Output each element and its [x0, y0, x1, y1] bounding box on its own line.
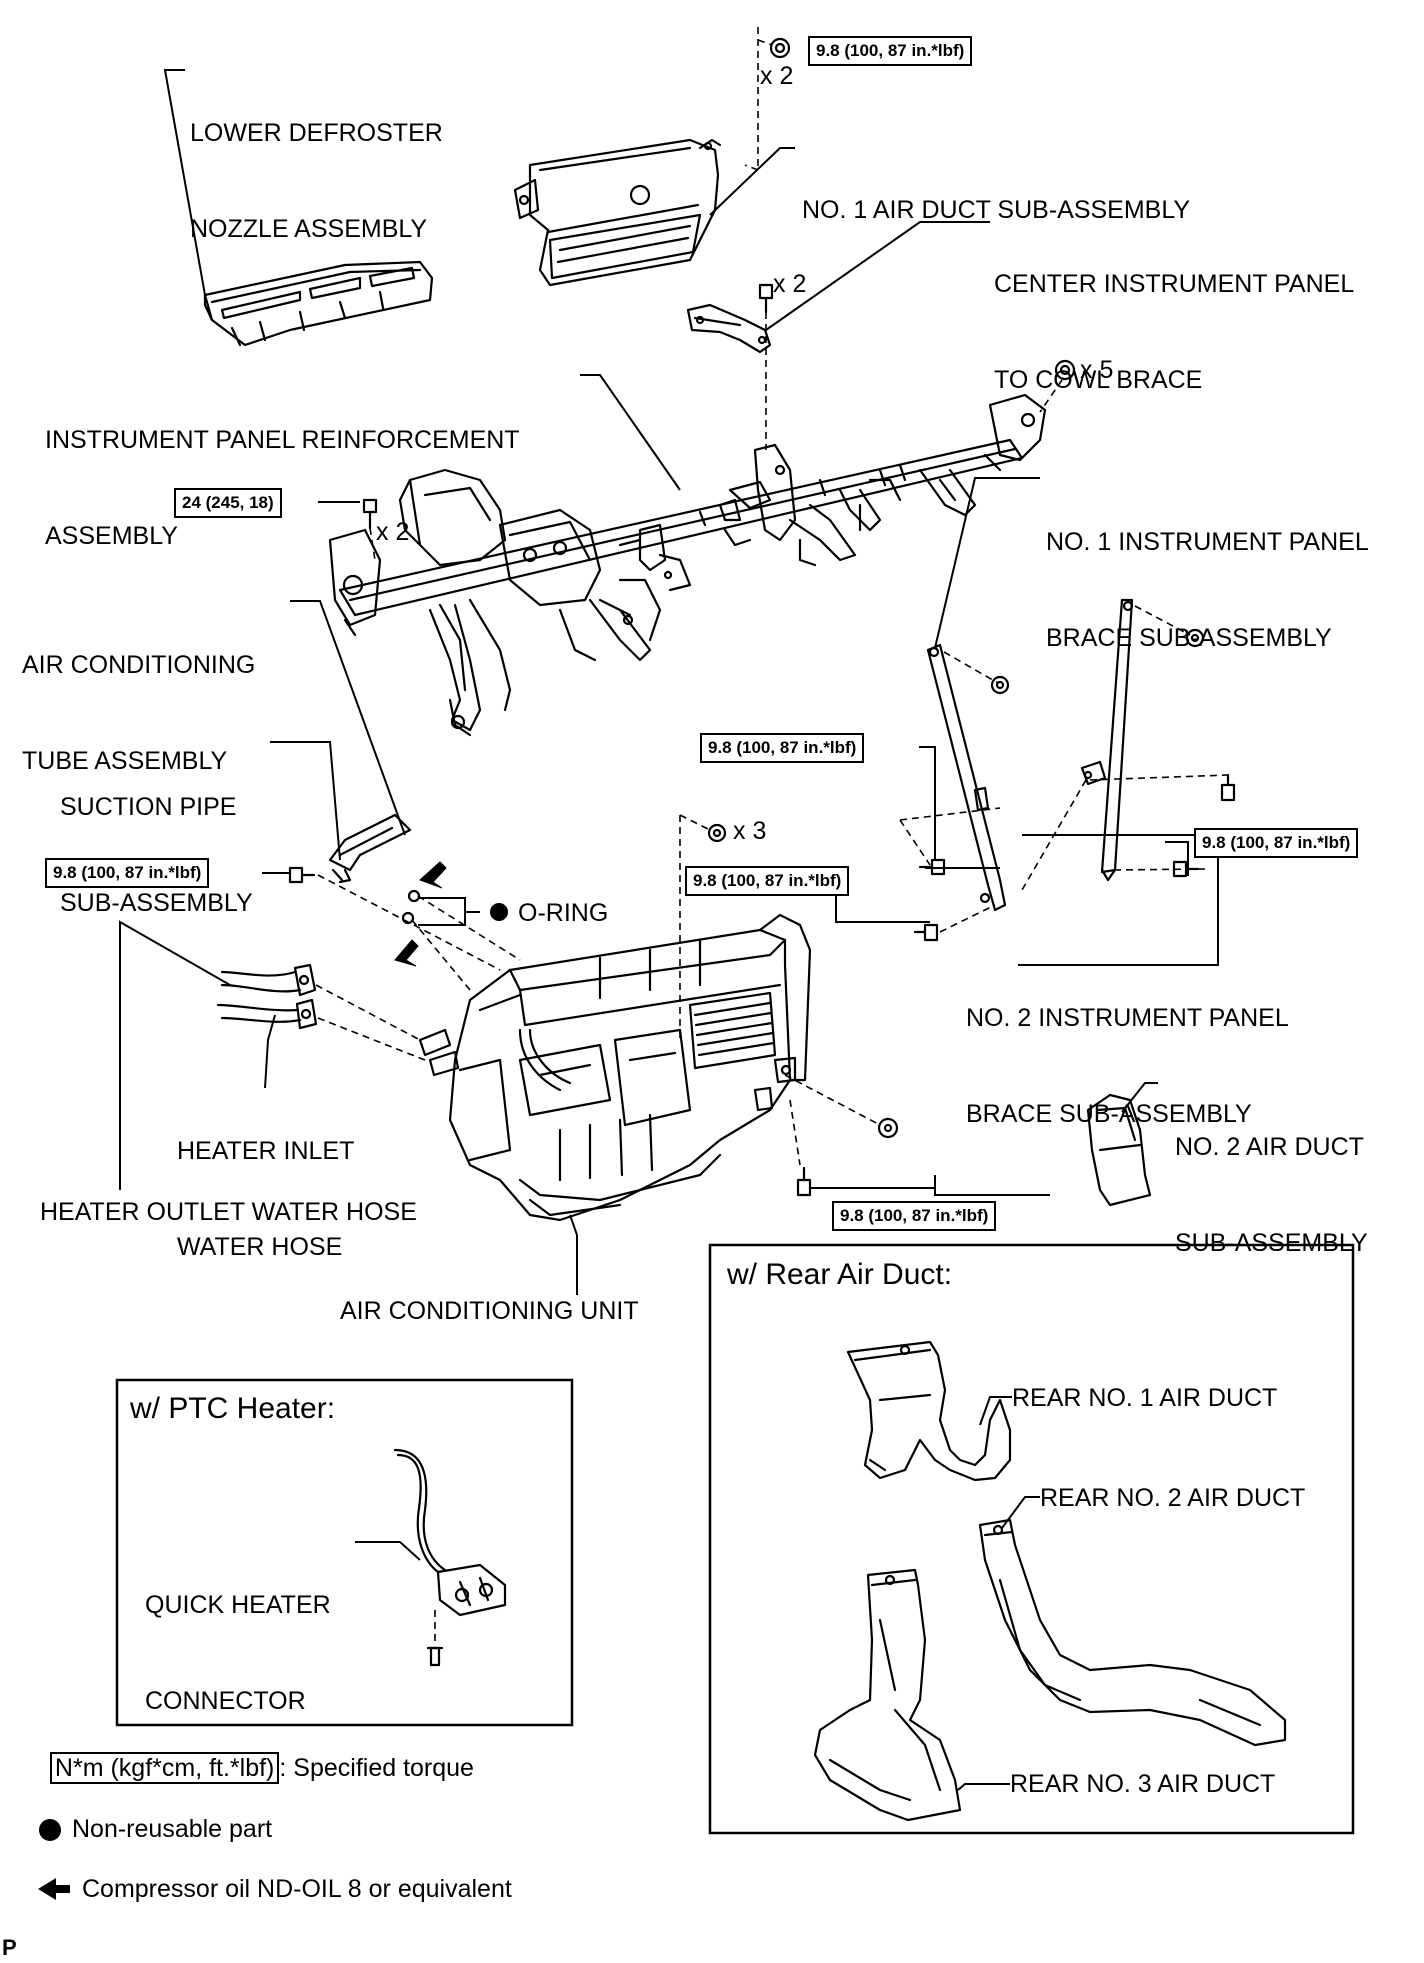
label-line: TUBE ASSEMBLY [22, 747, 228, 775]
rear-no3-duct-drawing [813, 1568, 962, 1822]
no1-air-duct-drawing [513, 138, 722, 287]
rear-no2-duct-drawing [978, 1518, 1287, 1747]
label-rear-no2: REAR NO. 2 AIR DUCT [1040, 1484, 1306, 1512]
label-no2-brace: NO. 2 INSTRUMENT PANEL BRACE SUB-ASSEMBL… [966, 938, 1289, 1162]
label-line: CENTER INSTRUMENT PANEL [994, 270, 1355, 298]
o-ring-upper [407, 889, 421, 903]
label-line: BRACE SUB-ASSEMBLY [966, 1100, 1252, 1128]
fasteners [288, 37, 1236, 1197]
reinforcement-drawing [328, 393, 1047, 737]
o-ring-lower [401, 911, 415, 925]
heater-hoses-drawing [216, 963, 318, 1030]
label-lower-defroster: LOWER DEFROSTER NOZZLE ASSEMBLY [190, 53, 443, 277]
label-line: NO. 2 AIR DUCT [1175, 1133, 1364, 1161]
label-suction-pipe: SUCTION PIPE SUB-ASSEMBLY [60, 727, 253, 951]
count-x2-top: x 2 [760, 62, 794, 90]
o-ring-bullet [490, 903, 508, 921]
label-ac-tube: AIR CONDITIONING TUBE ASSEMBLY [22, 585, 255, 809]
label-line: BRACE SUB-ASSEMBLY [1046, 624, 1332, 652]
torque-top: 9.8 (100, 87 in.*lbf) [808, 36, 973, 66]
ptc-box-title: w/ PTC Heater: [130, 1392, 336, 1425]
rear-no1-duct-drawing [846, 1340, 1012, 1482]
label-no1-air-duct: NO. 1 AIR DUCT SUB-ASSEMBLY [802, 130, 1190, 258]
legend-torque-units: N*m (kgf*cm, ft.*lbf) [49, 1752, 280, 1784]
label-line: TO COWL BRACE [994, 366, 1203, 394]
label-heater-inlet: HEATER INLET WATER HOSE [177, 1071, 354, 1295]
label-line: INSTRUMENT PANEL REINFORCEMENT [45, 426, 520, 454]
torque-left: 9.8 (100, 87 in.*lbf) [45, 858, 210, 888]
label-center-brace: CENTER INSTRUMENT PANEL TO COWL BRACE [994, 204, 1354, 428]
ptc-connector-drawing [393, 1448, 507, 1667]
label-line: SUB-ASSEMBLY [60, 889, 253, 917]
legend-bullet-icon [39, 1819, 61, 1841]
rear-air-duct-box [708, 1243, 1355, 1835]
label-reinforcement: INSTRUMENT PANEL REINFORCEMENT ASSEMBLY [45, 360, 520, 584]
label-heater-outlet: HEATER OUTLET WATER HOSE [40, 1198, 417, 1226]
legend-compressor-oil: Compressor oil ND-OIL 8 or equivalent [82, 1875, 512, 1903]
legend-arrow-icon [38, 1878, 70, 1900]
label-quick-heater: QUICK HEATER CONNECTOR [145, 1525, 331, 1749]
label-line: NO. 1 INSTRUMENT PANEL [1046, 528, 1369, 556]
label-ac-unit: AIR CONDITIONING UNIT [340, 1297, 639, 1325]
count-x5: x 5 [1080, 356, 1114, 384]
label-no1-brace: NO. 1 INSTRUMENT PANEL BRACE SUB-ASSEMBL… [1046, 462, 1369, 686]
label-rear-no1: REAR NO. 1 AIR DUCT [1012, 1384, 1278, 1412]
torque-24: 24 (245, 18) [174, 488, 282, 518]
ptc-heater-box [115, 1378, 574, 1727]
label-line: NOZZLE ASSEMBLY [190, 215, 428, 243]
label-line: CONNECTOR [145, 1687, 306, 1715]
label-no2-air-duct: NO. 2 AIR DUCT SUB-ASSEMBLY [1175, 1067, 1368, 1291]
label-line: ASSEMBLY [45, 522, 178, 550]
legend-non-reusable: Non-reusable part [72, 1815, 273, 1843]
label-line: LOWER DEFROSTER [190, 119, 443, 147]
count-x2-brace: x 2 [773, 270, 807, 298]
count-x3: x 3 [733, 817, 767, 845]
label-line: QUICK HEATER [145, 1591, 331, 1619]
torque-bottom: 9.8 (100, 87 in.*lbf) [832, 1201, 997, 1231]
torque-mid: 9.8 (100, 87 in.*lbf) [700, 733, 865, 763]
corner-mark: P [2, 1935, 17, 1960]
label-line: SUB-ASSEMBLY [1175, 1229, 1368, 1257]
center-brace-drawing [686, 303, 772, 354]
label-line: SUCTION PIPE [60, 793, 237, 821]
ac-unit-drawing [418, 913, 812, 1222]
torque-x3: 9.8 (100, 87 in.*lbf) [685, 866, 850, 896]
lower-defroster-nozzle-drawing [203, 260, 434, 347]
compressor-oil-arrows [394, 861, 447, 967]
label-line: NO. 1 AIR DUCT SUB-ASSEMBLY [802, 196, 1191, 224]
label-o-ring: O-RING [518, 899, 609, 927]
torque-right: 9.8 (100, 87 in.*lbf) [1194, 828, 1359, 858]
label-rear-no3: REAR NO. 3 AIR DUCT [1010, 1770, 1276, 1798]
label-line: HEATER INLET [177, 1137, 355, 1165]
legend-torque-desc: : Specified torque [279, 1754, 474, 1782]
count-x2-left: x 2 [376, 518, 410, 546]
legend-torque: N*m (kgf*cm, ft.*lbf): Specified torque [36, 1725, 474, 1784]
label-line: AIR CONDITIONING [22, 651, 256, 679]
rear-duct-box-title: w/ Rear Air Duct: [727, 1258, 953, 1291]
no1-brace-drawing [926, 643, 1007, 912]
label-line: WATER HOSE [177, 1233, 343, 1261]
label-line: NO. 2 INSTRUMENT PANEL [966, 1004, 1289, 1032]
ac-tube-drawing [328, 813, 412, 884]
